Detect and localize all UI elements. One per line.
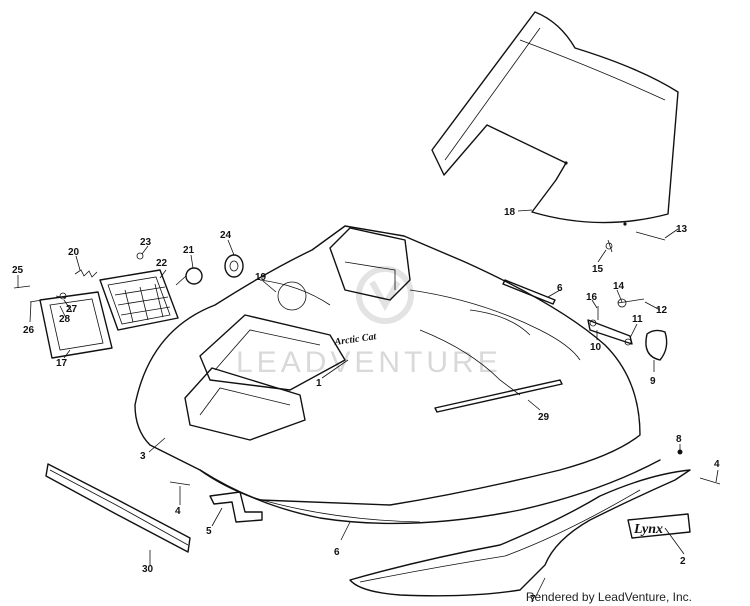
side-panel[interactable]	[349, 469, 691, 597]
callout-11: 11	[632, 314, 643, 325]
hood-latch-hardware[interactable]	[587, 231, 668, 361]
callout-23: 23	[140, 237, 152, 248]
callout-6a: 6	[557, 283, 563, 294]
callout-24: 24	[220, 230, 232, 241]
callout-13: 13	[676, 224, 688, 235]
lynx-badge: Lynx	[627, 513, 691, 539]
callout-20: 20	[68, 247, 80, 258]
callout-8: 8	[676, 434, 682, 445]
watermark: LEADVENTURE	[236, 266, 502, 379]
callout-22: 22	[156, 258, 168, 269]
render-credit: Rendered by LeadVenture, Inc.	[525, 590, 692, 604]
mounting-bracket[interactable]	[209, 491, 263, 523]
headlight-assembly[interactable]	[13, 252, 244, 359]
callout-27: 27	[66, 304, 78, 315]
callout-19: 19	[255, 272, 267, 283]
callout-25: 25	[12, 265, 24, 276]
watermark-text: LEADVENTURE	[236, 346, 502, 379]
callout-7: 7	[530, 594, 536, 605]
callout-5: 5	[206, 526, 212, 537]
upper-trim-strip[interactable]	[502, 279, 556, 305]
callout-4a: 4	[175, 506, 181, 517]
callout-28: 28	[59, 314, 71, 325]
callout-18: 18	[504, 207, 516, 218]
callout-4b: 4	[714, 459, 720, 470]
callout-17: 17	[56, 358, 68, 369]
callout-10: 10	[590, 342, 602, 353]
callout-26: 26	[23, 325, 35, 336]
callout-29: 29	[538, 412, 550, 423]
callout-12: 12	[656, 305, 668, 316]
callout-labels: 1 2 3 4 4 5 6 6 7 8 9 10 11 12 13 14 15 …	[12, 207, 720, 605]
callout-1: 1	[316, 378, 322, 389]
callout-6b: 6	[334, 547, 340, 558]
leader-lines	[17, 209, 719, 599]
left-bumper-trim[interactable]	[45, 463, 191, 553]
badge-text: Lynx	[633, 522, 663, 537]
callout-30: 30	[142, 564, 154, 575]
callout-14: 14	[613, 281, 625, 292]
callout-21: 21	[183, 245, 195, 256]
callout-3: 3	[140, 451, 146, 462]
callout-15: 15	[592, 264, 604, 275]
callout-9: 9	[650, 376, 656, 387]
callout-16: 16	[586, 292, 598, 303]
side-trim-stripe[interactable]	[434, 379, 563, 413]
windshield[interactable]	[431, 11, 679, 226]
callout-2: 2	[680, 556, 686, 567]
